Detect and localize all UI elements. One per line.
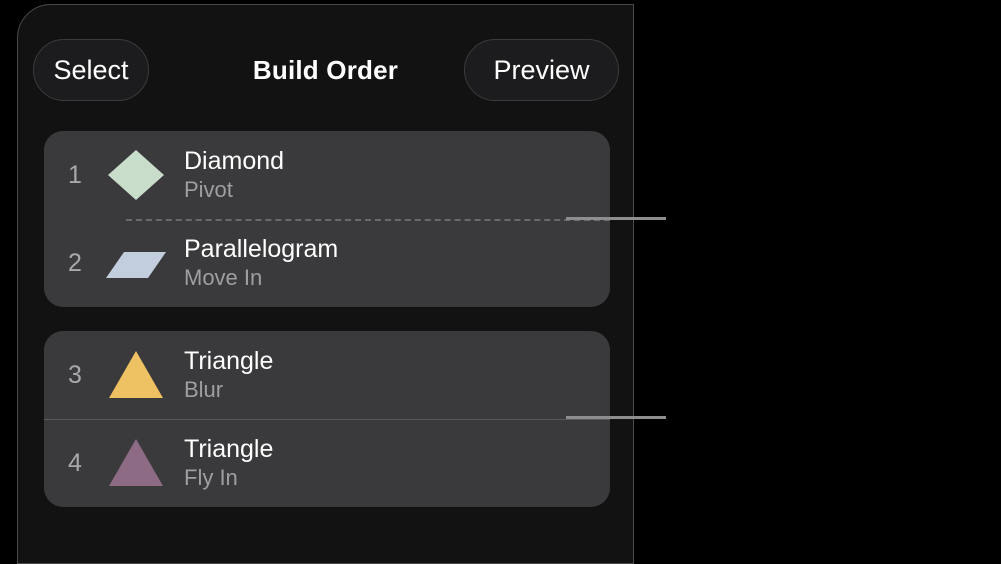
build-row[interactable]: 1 Diamond Pivot — [44, 131, 610, 219]
row-index: 1 — [68, 160, 82, 189]
build-group: 1 Diamond Pivot 2 Parallelogram Move In — [44, 131, 610, 307]
row-subtitle: Move In — [184, 265, 263, 290]
row-index: 2 — [68, 248, 82, 277]
diamond-shape-icon — [100, 144, 172, 206]
row-title: Diamond — [184, 147, 285, 175]
row-subtitle: Blur — [184, 377, 224, 402]
row-separator-dashed — [126, 219, 610, 221]
page-title: Build Order — [252, 55, 399, 85]
select-button[interactable]: Select — [33, 39, 149, 101]
build-group: 3 Triangle Blur 4 Triangle Fly In — [44, 331, 610, 507]
row-text: Diamond Pivot — [172, 146, 610, 204]
callout-leader-line — [566, 217, 666, 220]
row-text: Triangle Fly In — [172, 434, 610, 492]
toolbar: Select Build Order Preview — [18, 5, 633, 117]
row-title: Triangle — [184, 435, 274, 463]
row-text: Parallelogram Move In — [172, 234, 610, 292]
row-subtitle: Pivot — [184, 177, 233, 202]
row-text: Triangle Blur — [172, 346, 610, 404]
triangle-shape-icon — [100, 432, 172, 494]
parallelogram-shape-icon — [100, 232, 172, 294]
triangle-shape-icon — [100, 344, 172, 406]
row-title: Triangle — [184, 347, 274, 375]
build-row[interactable]: 3 Triangle Blur — [44, 331, 610, 419]
row-title: Parallelogram — [184, 235, 339, 263]
preview-button[interactable]: Preview — [464, 39, 619, 101]
callout-leader-line — [566, 416, 666, 419]
row-subtitle: Fly In — [184, 465, 238, 490]
build-row[interactable]: 4 Triangle Fly In — [44, 419, 610, 507]
row-index: 4 — [68, 448, 82, 477]
app-panel: Select Build Order Preview 1 Diamond Piv… — [17, 4, 634, 564]
build-row[interactable]: 2 Parallelogram Move In — [44, 219, 610, 307]
row-index: 3 — [68, 360, 82, 389]
row-separator-solid — [44, 419, 610, 420]
